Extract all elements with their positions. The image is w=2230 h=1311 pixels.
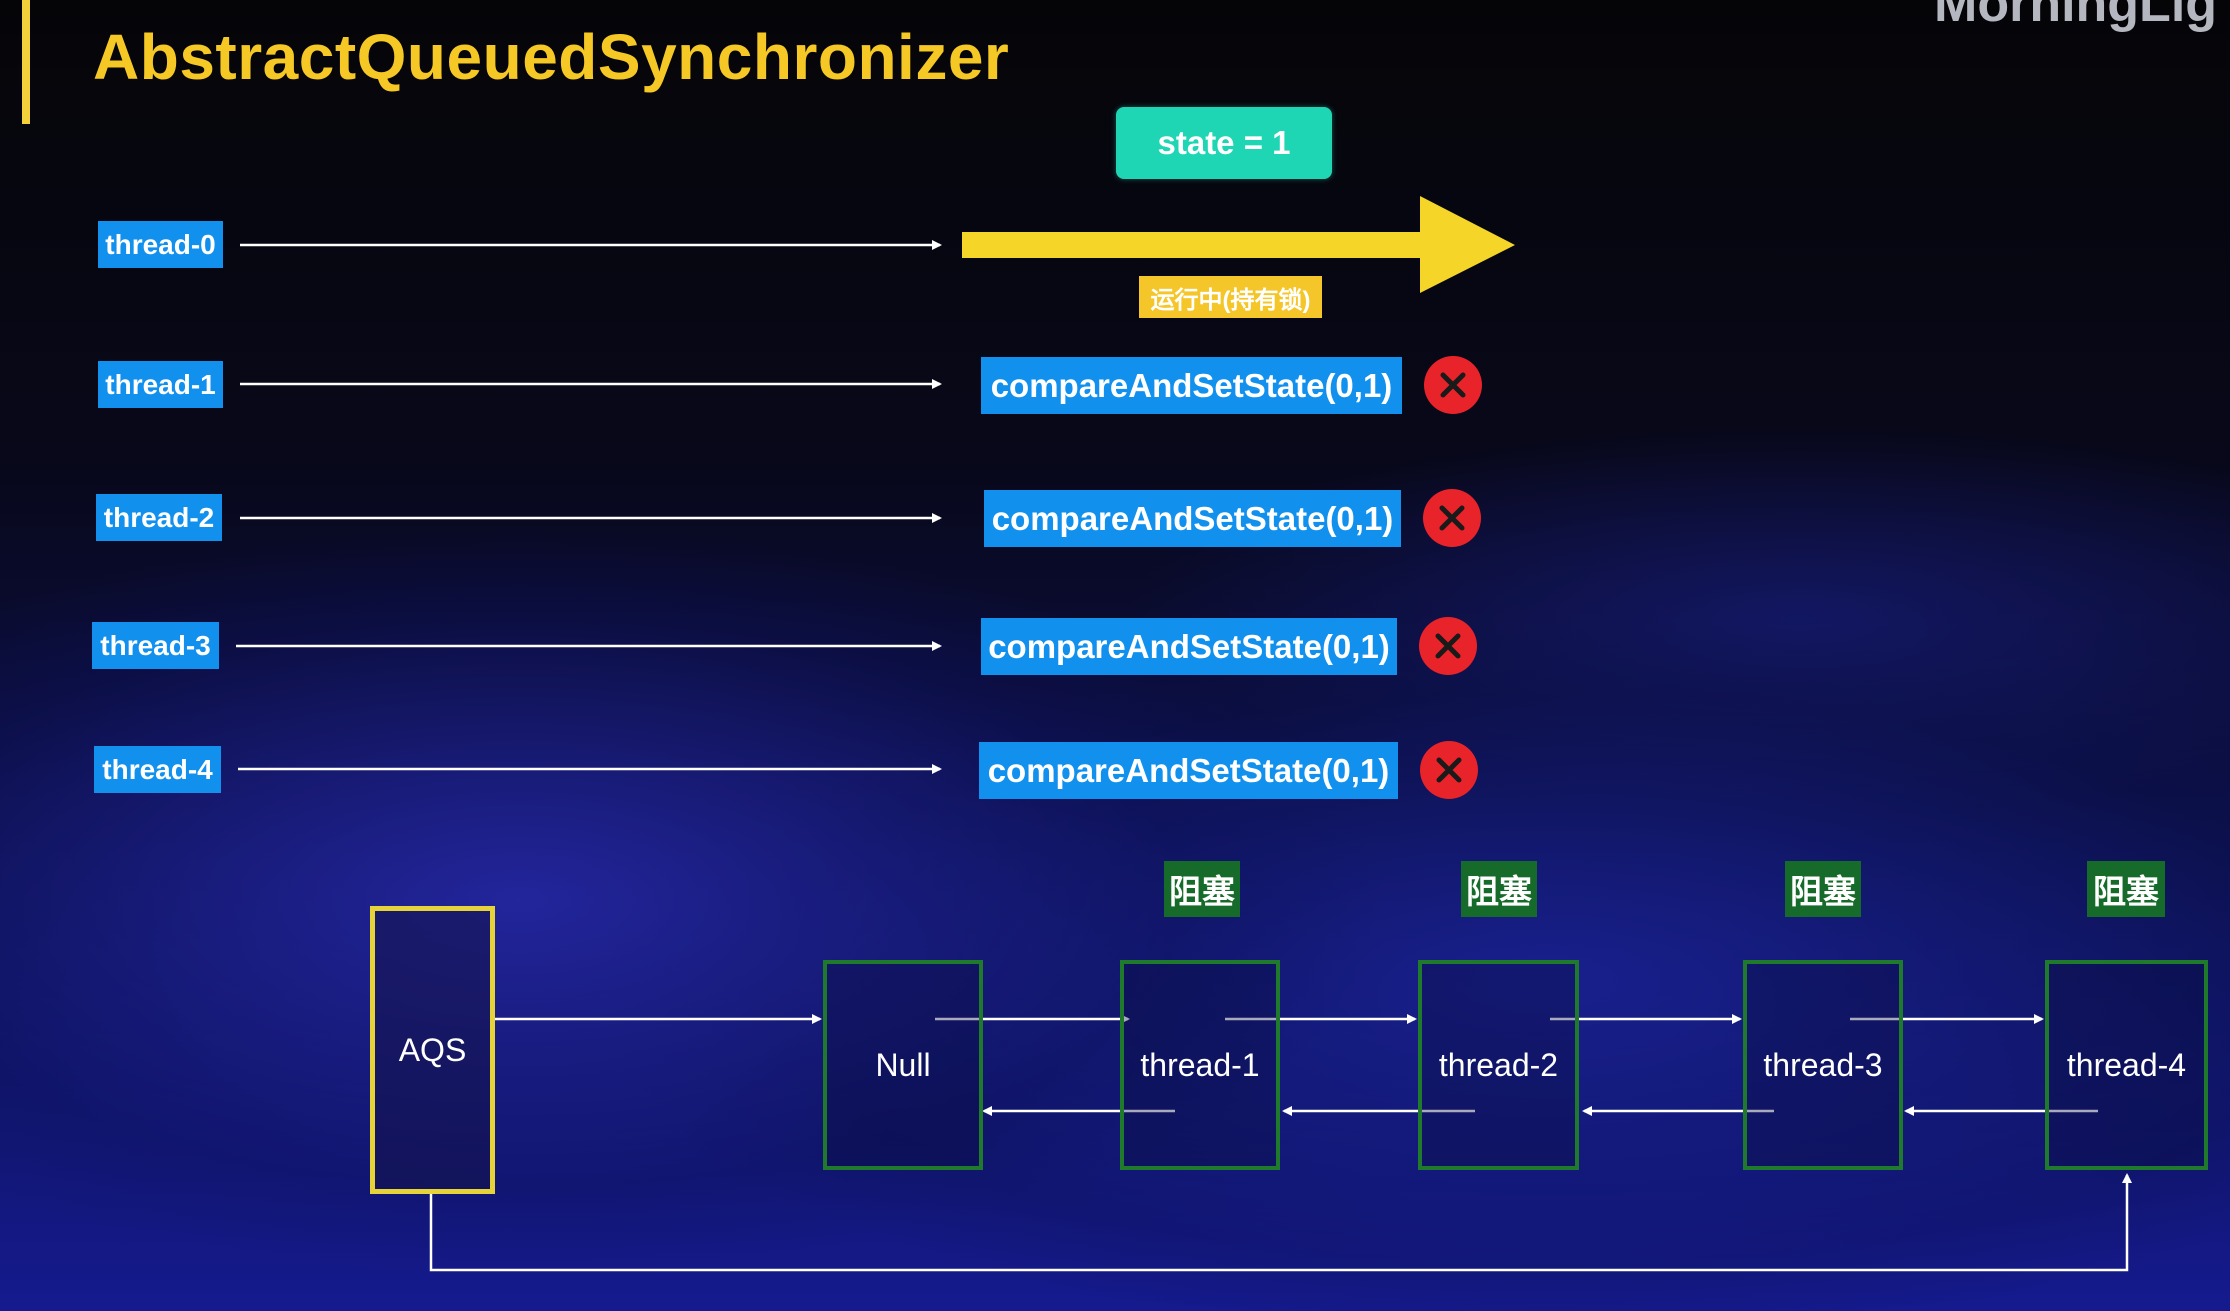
thread-2-tag: thread-2 xyxy=(96,494,222,541)
thread-4-tag: thread-4 xyxy=(94,746,221,793)
running-holding-lock-label: 运行中(持有锁) xyxy=(1139,276,1322,318)
thread-2-blocked-tag: 阻塞 xyxy=(1461,861,1537,917)
queue-node-thread-4: thread-4 xyxy=(2045,960,2208,1170)
thread-2-cas-box: compareAndSetState(0,1) xyxy=(984,490,1401,547)
title-accent-bar xyxy=(22,0,30,124)
thread-3-tag: thread-3 xyxy=(92,622,219,669)
red-x-icon xyxy=(1423,489,1481,547)
running-arrow xyxy=(962,196,1515,293)
thread-1-tag: thread-1 xyxy=(98,361,223,408)
queue-node-thread-3: thread-3 xyxy=(1743,960,1903,1170)
thread-1-cas-box: compareAndSetState(0,1) xyxy=(981,357,1402,414)
queue-node-thread-1: thread-1 xyxy=(1120,960,1280,1170)
page-title: AbstractQueuedSynchronizer xyxy=(93,21,1010,93)
watermark-text: MorningLig xyxy=(1934,0,2218,33)
red-x-icon xyxy=(1424,356,1482,414)
x-mark-glyph xyxy=(1440,372,1466,398)
queue-node-thread-2: thread-2 xyxy=(1418,960,1579,1170)
thread-4-cas-box: compareAndSetState(0,1) xyxy=(979,742,1398,799)
red-x-icon xyxy=(1420,741,1478,799)
x-mark-glyph xyxy=(1439,505,1465,531)
state-badge: state = 1 xyxy=(1116,107,1332,179)
thread-1-blocked-tag: 阻塞 xyxy=(1164,861,1240,917)
thread-4-blocked-tag: 阻塞 xyxy=(2087,861,2165,917)
aqs-tail-arrow xyxy=(429,1173,2132,1272)
thread-3-cas-box: compareAndSetState(0,1) xyxy=(981,618,1397,675)
queue-node-null: Null xyxy=(823,960,983,1170)
red-x-icon xyxy=(1419,617,1477,675)
thread-3-blocked-tag: 阻塞 xyxy=(1785,861,1861,917)
thread-0-tag: thread-0 xyxy=(98,221,223,268)
x-mark-glyph xyxy=(1436,757,1462,783)
aqs-head-node: AQS xyxy=(370,906,495,1194)
x-mark-glyph xyxy=(1435,633,1461,659)
